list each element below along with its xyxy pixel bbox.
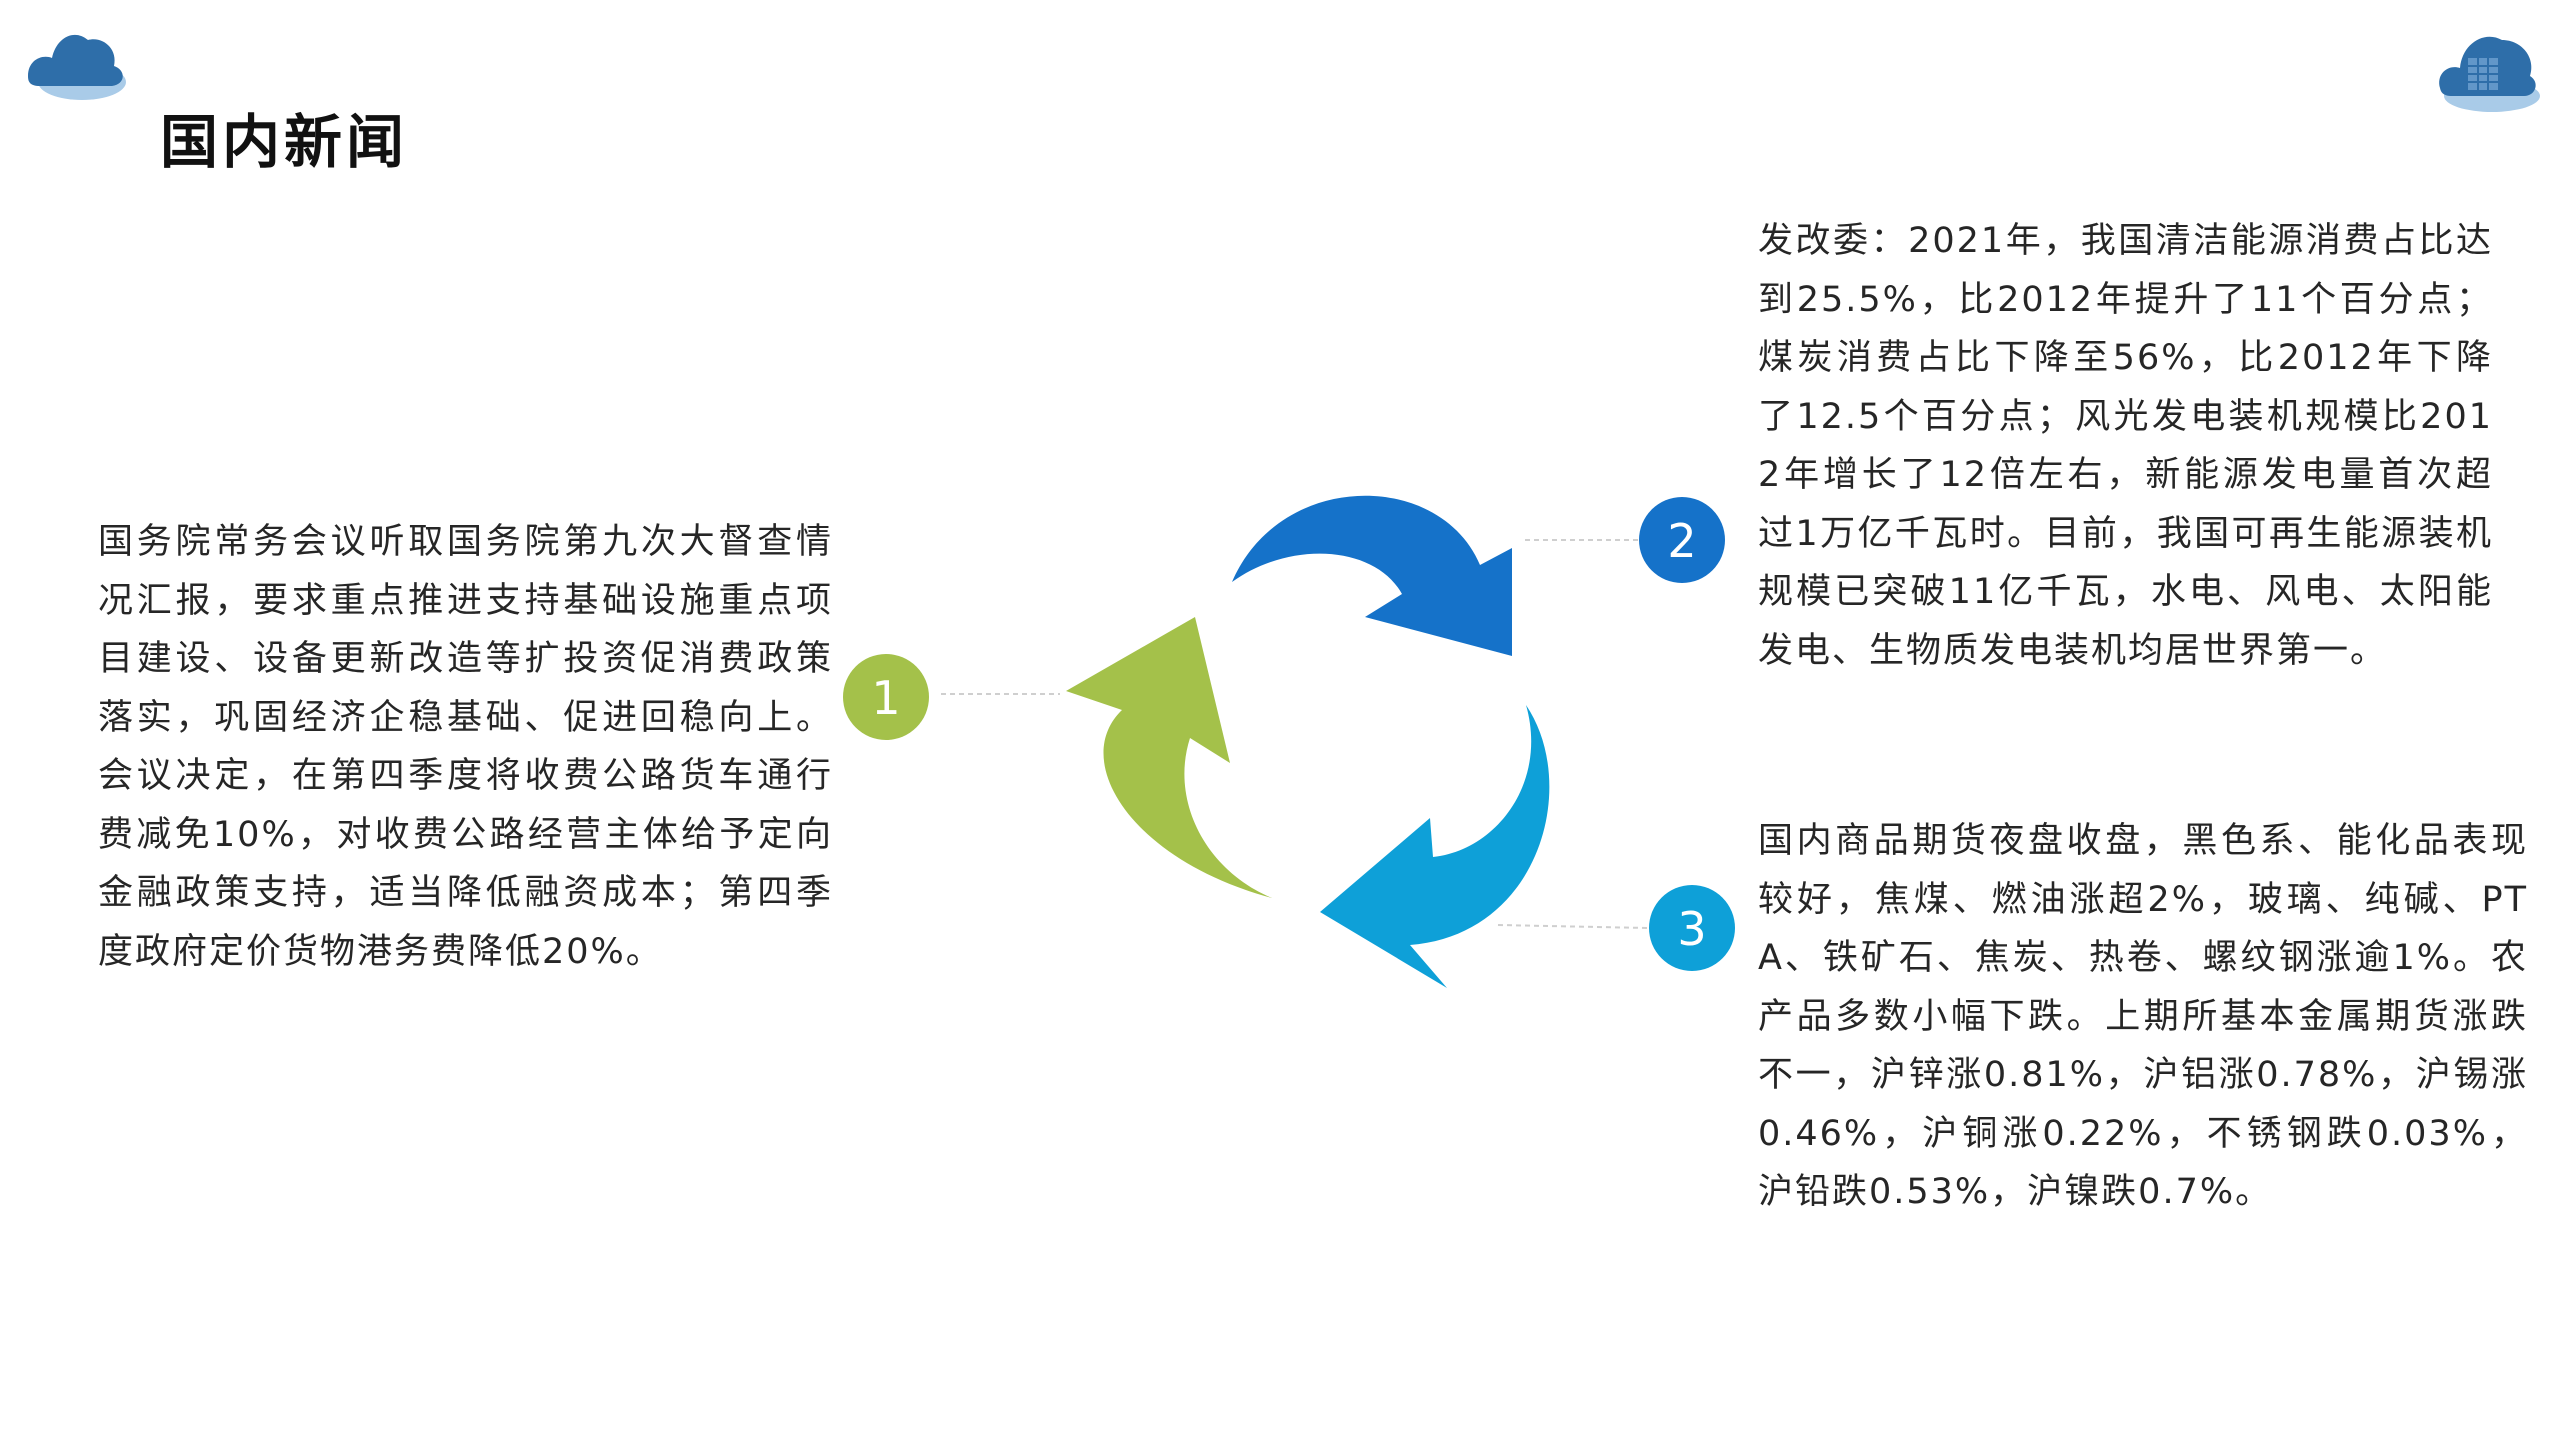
page-title: 国内新闻: [160, 108, 409, 176]
marker-1-circle: [843, 654, 929, 740]
news-item-2-text: 发改委：2021年，我国清洁能源消费占比达到25.5%，比2012年提升了11个…: [1758, 221, 2493, 671]
connector-lines: [941, 539, 1649, 929]
marker-2-circle: [1639, 497, 1725, 583]
marker-1-number: 1: [871, 671, 900, 725]
marker-3-circle: [1649, 885, 1735, 971]
cycle-arrow-2-icon: [1232, 495, 1512, 656]
marker-2-number: 2: [1667, 514, 1696, 568]
cycle-arrow-3-icon: [1320, 705, 1550, 988]
marker-3-number: 3: [1677, 902, 1706, 956]
marker-3: 3: [1649, 885, 1735, 971]
cycle-arrow-1-icon: [1066, 617, 1272, 898]
news-item-1-text: 国务院常务会议听取国务院第九次大督查情况汇报，要求重点推进支持基础设施重点项目建…: [98, 522, 833, 972]
marker-1: 1: [843, 654, 929, 740]
cloud-building-icon: [2439, 36, 2540, 112]
marker-2: 2: [1639, 497, 1725, 583]
cloud-icon: [28, 34, 126, 100]
news-item-3-text: 国内商品期货夜盘收盘，黑色系、能化品表现较好，焦煤、燃油涨超2%，玻璃、纯碱、P…: [1758, 821, 2528, 1212]
